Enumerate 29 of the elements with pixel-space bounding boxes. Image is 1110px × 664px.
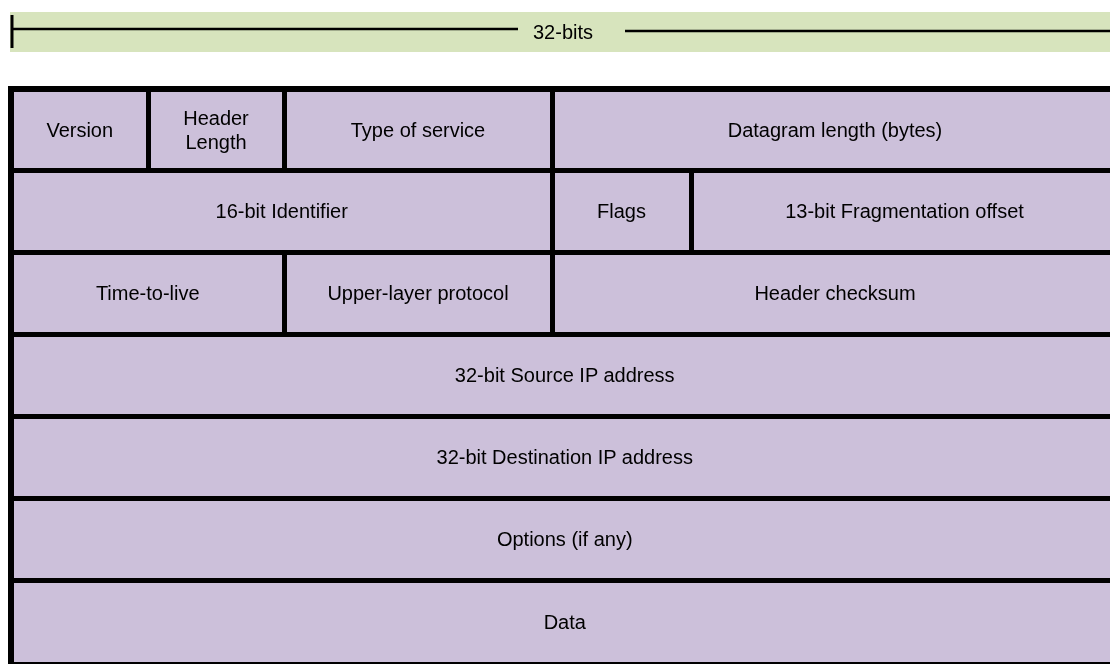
header-field-cell <box>554 92 1110 168</box>
header-field-cell <box>554 172 689 250</box>
field-name: Version <box>46 117 114 142</box>
field-name: Upper-layer protocol <box>327 281 509 305</box>
field-name: Header checksum <box>754 281 916 305</box>
header-field-cell <box>554 254 1110 332</box>
header-field-cell <box>150 92 282 168</box>
field-name: 32-bit Destination IP address <box>436 445 693 469</box>
header-field-cell <box>14 172 550 250</box>
field-name: 13-bit Fragmentation offset <box>785 199 1024 223</box>
field-name: Flags <box>597 199 646 223</box>
field-name: Header Length <box>182 105 250 154</box>
field-name: 32-bit Source IP address <box>454 363 675 387</box>
field-name: Options (if any) <box>496 527 633 551</box>
header-field-cell <box>14 92 146 168</box>
header-field-cell <box>693 172 1110 250</box>
header-field-cell <box>14 418 1110 496</box>
field-name: 16-bit Identifier <box>215 199 348 223</box>
header-field-cell <box>14 336 1110 414</box>
width-label: 32-bits <box>532 20 595 44</box>
field-name: Type of service <box>350 117 486 142</box>
header-field-cell <box>14 582 1110 662</box>
header-field-cell <box>286 92 550 168</box>
header-field-cell <box>286 254 550 332</box>
field-name: Data <box>543 610 586 634</box>
field-name: Time-to-live <box>95 281 200 305</box>
header-field-cell <box>14 500 1110 578</box>
field-name: Datagram length (bytes) <box>727 117 943 142</box>
header-field-cell <box>14 254 282 332</box>
